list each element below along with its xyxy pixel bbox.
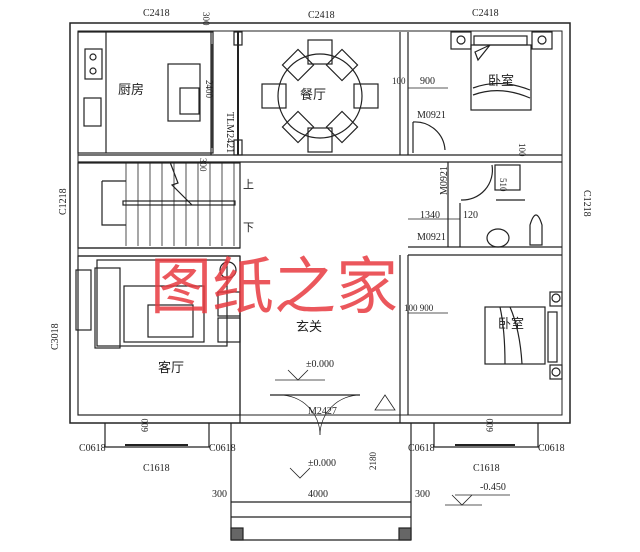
stair-up-label: 上: [243, 178, 254, 191]
window-c0618-2: C0618: [209, 443, 236, 454]
room-bedroom-top: 卧室: [488, 73, 514, 88]
window-c0618-1: C0618: [79, 443, 106, 454]
window-c1218-right: C1218: [581, 190, 592, 217]
stair-down-label: 下: [243, 222, 254, 234]
dim-4000: 4000: [308, 489, 328, 500]
dim-2180: 2180: [368, 452, 378, 471]
window-c2418-a: C2418: [143, 8, 170, 19]
dim-1340: 1340: [420, 210, 440, 221]
door-m2427: M2427: [308, 406, 337, 417]
dim-2400: 2400: [204, 80, 214, 99]
window-c1218-left: C1218: [58, 188, 69, 215]
dim-100-900: 100 900: [404, 303, 434, 313]
window-c0618-4: C0618: [538, 443, 565, 454]
window-c3018: C3018: [50, 323, 61, 350]
dim-100: 100: [392, 76, 406, 86]
door-m0921-bottom: M0921: [417, 232, 446, 243]
room-kitchen: 厨房: [118, 82, 144, 97]
room-dining: 餐厅: [300, 87, 326, 102]
watermark: 图纸之家: [150, 250, 398, 323]
dim-600-left: 600: [140, 418, 150, 432]
dim-300-top: 300: [201, 12, 211, 26]
dim-900-top: 900: [420, 76, 435, 87]
level-outside: -0.450: [480, 482, 506, 493]
room-foyer: 玄关: [296, 319, 322, 334]
window-c0618-3: C0618: [408, 443, 435, 454]
room-bedroom-bottom: 卧室: [498, 316, 524, 331]
dim-300-stair: 300: [198, 158, 208, 172]
dim-510: 510: [498, 178, 508, 192]
level-porch: ±0.000: [308, 458, 336, 469]
window-c2418-b: C2418: [308, 10, 335, 21]
door-m0921-top: M0921: [417, 110, 446, 121]
door-m0921-bath: M0921: [439, 166, 450, 195]
window-c1618-right: C1618: [473, 463, 500, 474]
level-foyer: ±0.000: [306, 359, 334, 370]
dim-120: 120: [463, 210, 478, 221]
window-c2418-c: C2418: [472, 8, 499, 19]
dim-600-right: 600: [485, 418, 495, 432]
dim-300-right: 300: [415, 489, 430, 500]
dim-100-bath: 100: [517, 143, 527, 157]
dim-300-left: 300: [212, 489, 227, 500]
room-living: 客厅: [158, 360, 184, 375]
door-tlm2421: TLM2421: [224, 112, 235, 153]
window-c1618-left: C1618: [143, 463, 170, 474]
